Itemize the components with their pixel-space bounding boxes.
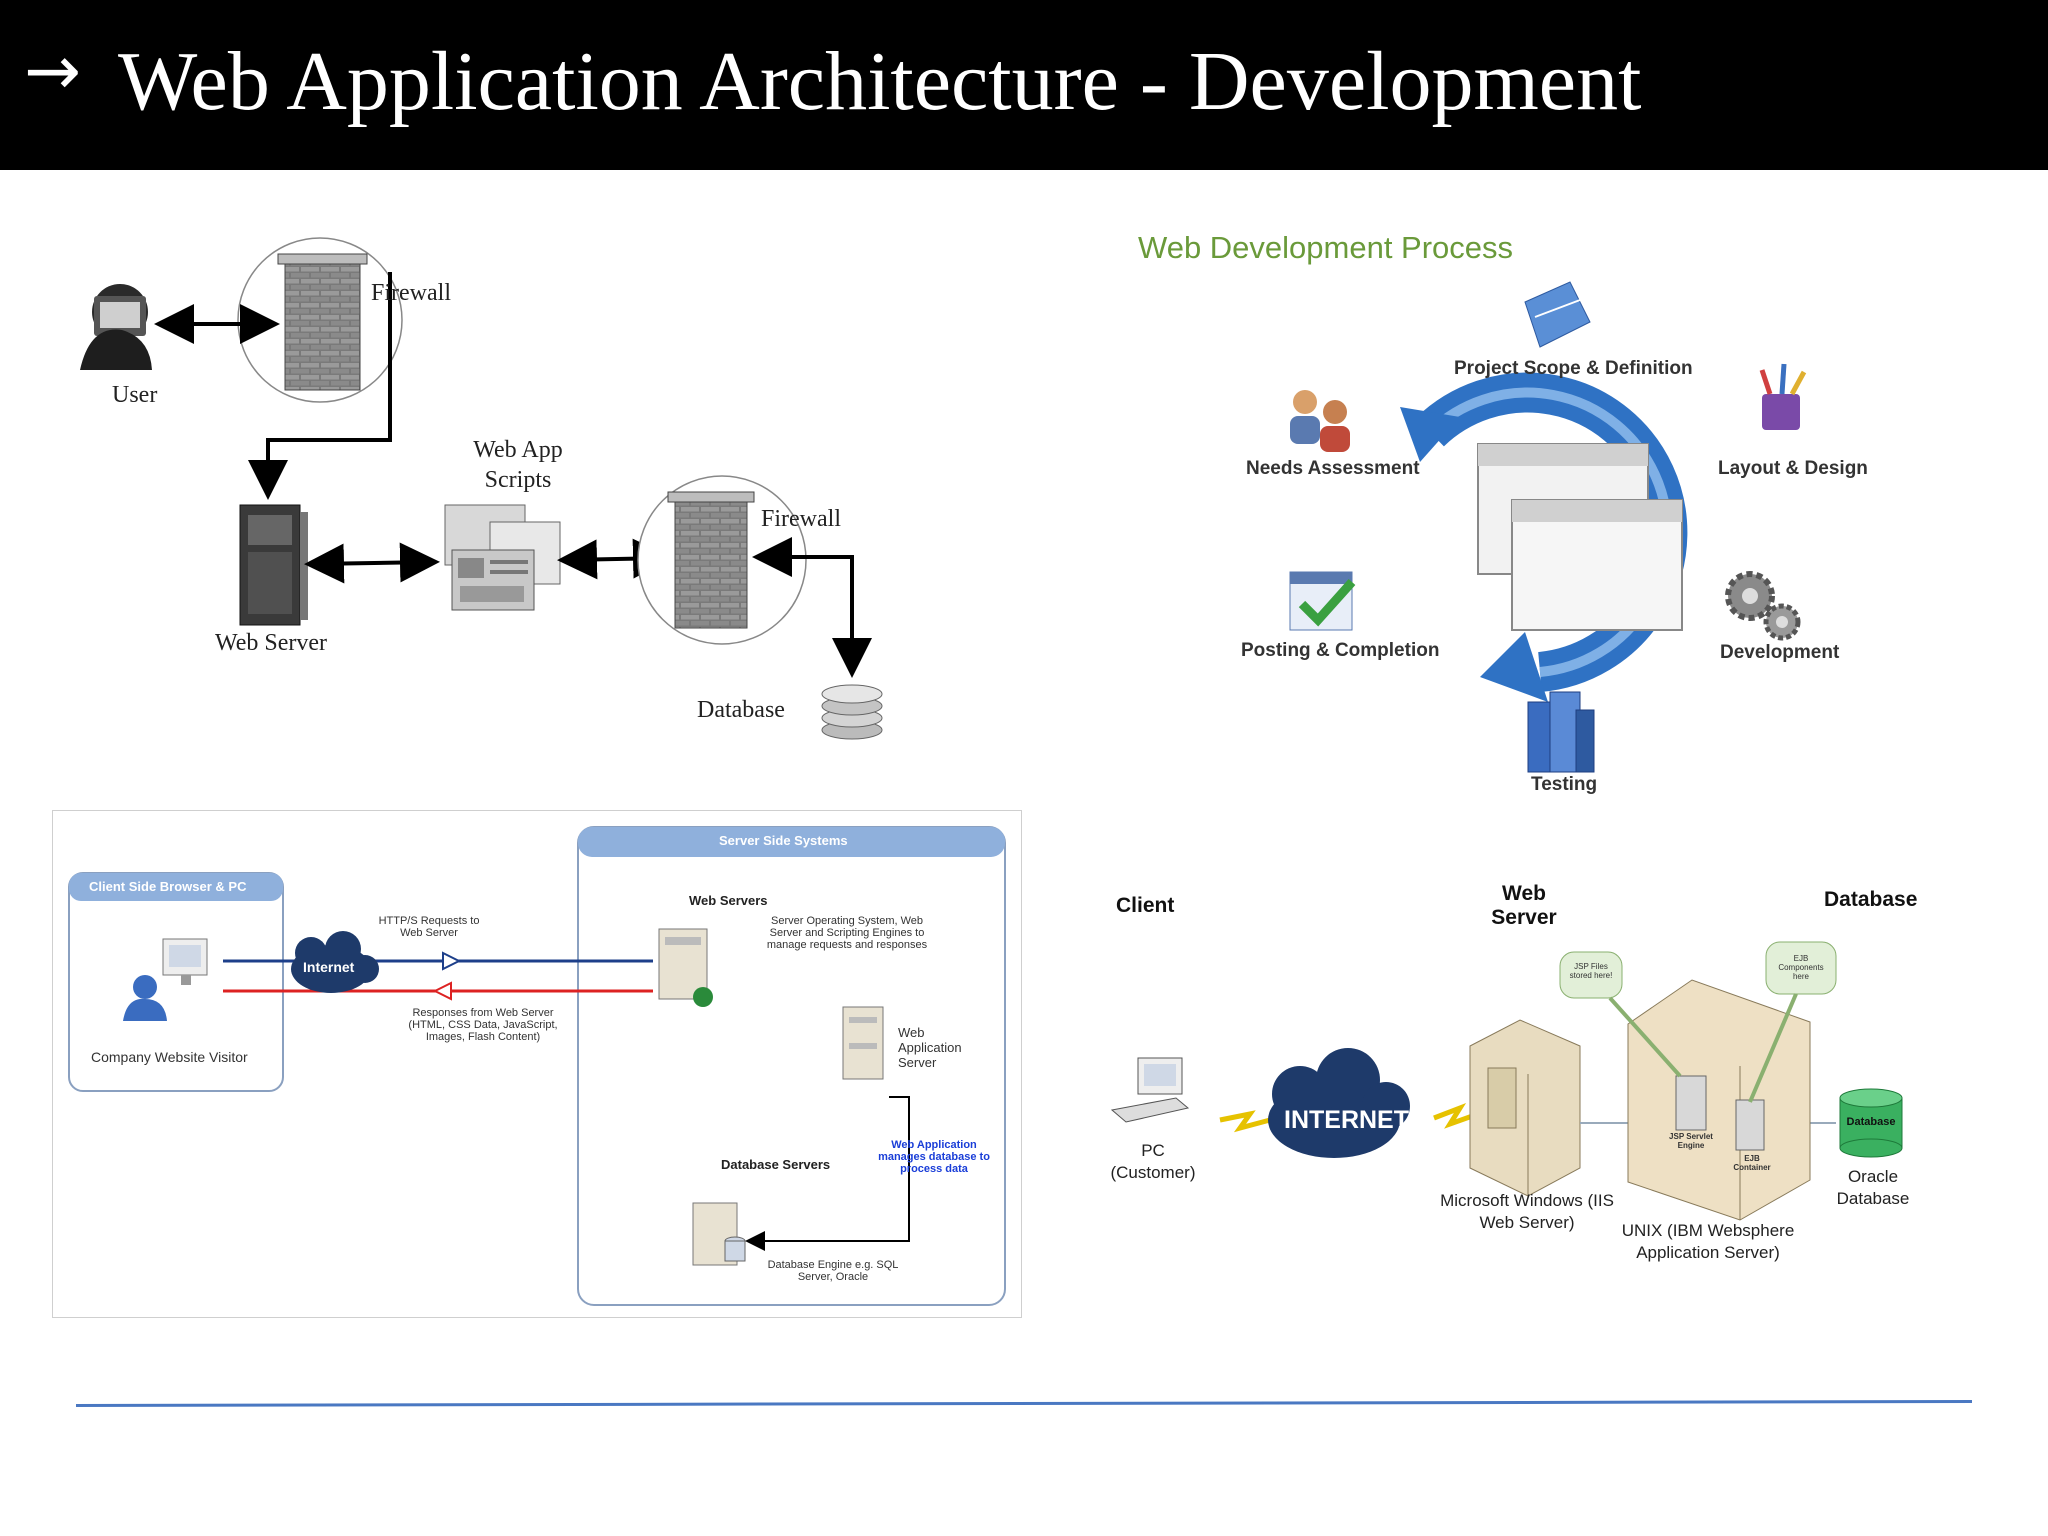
cloud-icon [1268, 1048, 1410, 1158]
requests-label: HTTP/S Requests to Web Server [378, 915, 480, 939]
computer-user-icon [123, 938, 208, 1021]
web-scripts-icon [444, 504, 561, 611]
cloud-icon [291, 931, 379, 993]
server-icon [658, 928, 713, 1007]
arrow-right-icon: → [24, 32, 81, 111]
client-server-diagram: Client Side Browser & PC Server Side Sys… [52, 810, 1022, 1318]
database-server-icon [692, 1202, 746, 1266]
visitor-label: Company Website Visitor [91, 1049, 248, 1065]
tiered-deployment-graphics [1110, 941, 1903, 1221]
database-heading: Database [1824, 888, 1918, 911]
pc-label: PC (Customer) [1110, 1141, 1196, 1182]
web-servers-desc: Server Operating System, Web Server and … [766, 915, 928, 951]
web-development-process: Web Development Process [1130, 222, 1910, 812]
jsp-engine-label: JSP Servlet Engine [1669, 1132, 1713, 1150]
client-heading: Client [1116, 894, 1175, 917]
web-app-scripts-label: Web App Scripts [473, 437, 563, 493]
internet-label: Internet [303, 959, 355, 975]
callout-bubble [1748, 941, 1837, 1103]
responses-label: Responses from Web Server (HTML, CSS Dat… [408, 1007, 558, 1043]
step-project-scope: Project Scope & Definition [1454, 358, 1693, 379]
lightning-icon [1433, 1102, 1479, 1129]
people-icon [1290, 390, 1350, 452]
server-tower-icon [1627, 979, 1811, 1221]
step-needs-assessment: Needs Assessment [1246, 458, 1420, 479]
db-cylinder-label: Database [1846, 1116, 1896, 1128]
unix-label: UNIX (IBM Websphere Application Server) [1621, 1221, 1795, 1262]
pencil-cup-icon [1759, 363, 1807, 430]
iis-label: Microsoft Windows (IIS Web Server) [1440, 1191, 1614, 1232]
client-server-graphics [68, 826, 1006, 1306]
db-engine-label: Database Engine e.g. SQL Server, Oracle [767, 1259, 899, 1283]
user-label: User [112, 382, 158, 408]
step-development: Development [1720, 642, 1840, 663]
process-graphics [1289, 281, 1807, 773]
blueprint-icon [1524, 281, 1591, 348]
step-layout-design: Layout & Design [1718, 458, 1868, 479]
architecture-diagram: User Firewall Web App Scripts Web Server… [60, 230, 920, 770]
oracle-label: Oracle Database [1836, 1167, 1910, 1208]
database-icon [821, 684, 883, 740]
step-testing: Testing [1531, 774, 1598, 795]
db-servers-label: Database Servers [721, 1157, 831, 1172]
server-rack-icon [239, 504, 308, 626]
jsp-files-note: JSP Files stored here! [1569, 962, 1613, 980]
callout-bubble [1559, 951, 1682, 1078]
client-panel-title: Client Side Browser & PC [89, 879, 247, 894]
window-icon [1511, 499, 1683, 631]
app-note-label: Web Application manages database to proc… [878, 1139, 990, 1175]
footer-divider [75, 1400, 1973, 1407]
lightning-icon [1219, 1110, 1271, 1133]
firewall-label: Firewall [371, 280, 451, 306]
web-servers-label: Web Servers [689, 893, 768, 908]
tiered-deployment-diagram: Client Web Server Database PC (Customer)… [1090, 870, 1940, 1310]
process-title: Web Development Process [1138, 230, 1514, 265]
architecture-diagram-graphics [80, 237, 883, 740]
step-posting-completion: Posting & Completion [1241, 640, 1440, 661]
server-icon [842, 1006, 884, 1080]
calendar-check-icon [1289, 571, 1356, 631]
computer-icon [1110, 1057, 1190, 1123]
buildings-icon [1527, 691, 1595, 773]
server-panel-title: Server Side Systems [719, 833, 848, 848]
gears-icon [1725, 571, 1801, 641]
internet-label: INTERNET [1284, 1106, 1409, 1134]
ejb-container-label: EJB Container [1733, 1154, 1771, 1172]
title-bar: → Web Application Architecture - Develop… [0, 0, 2048, 170]
web-server-heading: Web Server [1491, 882, 1557, 929]
firewall-icon [667, 491, 755, 629]
slide-title: Web Application Architecture - Developme… [118, 35, 1642, 128]
database-label: Database [697, 697, 785, 723]
app-server-label: Web Application Server [898, 1025, 962, 1070]
ejb-components-note: EJB Components here [1778, 954, 1824, 981]
firewall-icon [277, 253, 368, 391]
server-tower-icon [1469, 1019, 1581, 1197]
firewall-label: Firewall [761, 506, 841, 532]
web-server-label: Web Server [215, 630, 328, 656]
database-icon [1839, 1088, 1903, 1158]
user-icon [80, 284, 152, 370]
